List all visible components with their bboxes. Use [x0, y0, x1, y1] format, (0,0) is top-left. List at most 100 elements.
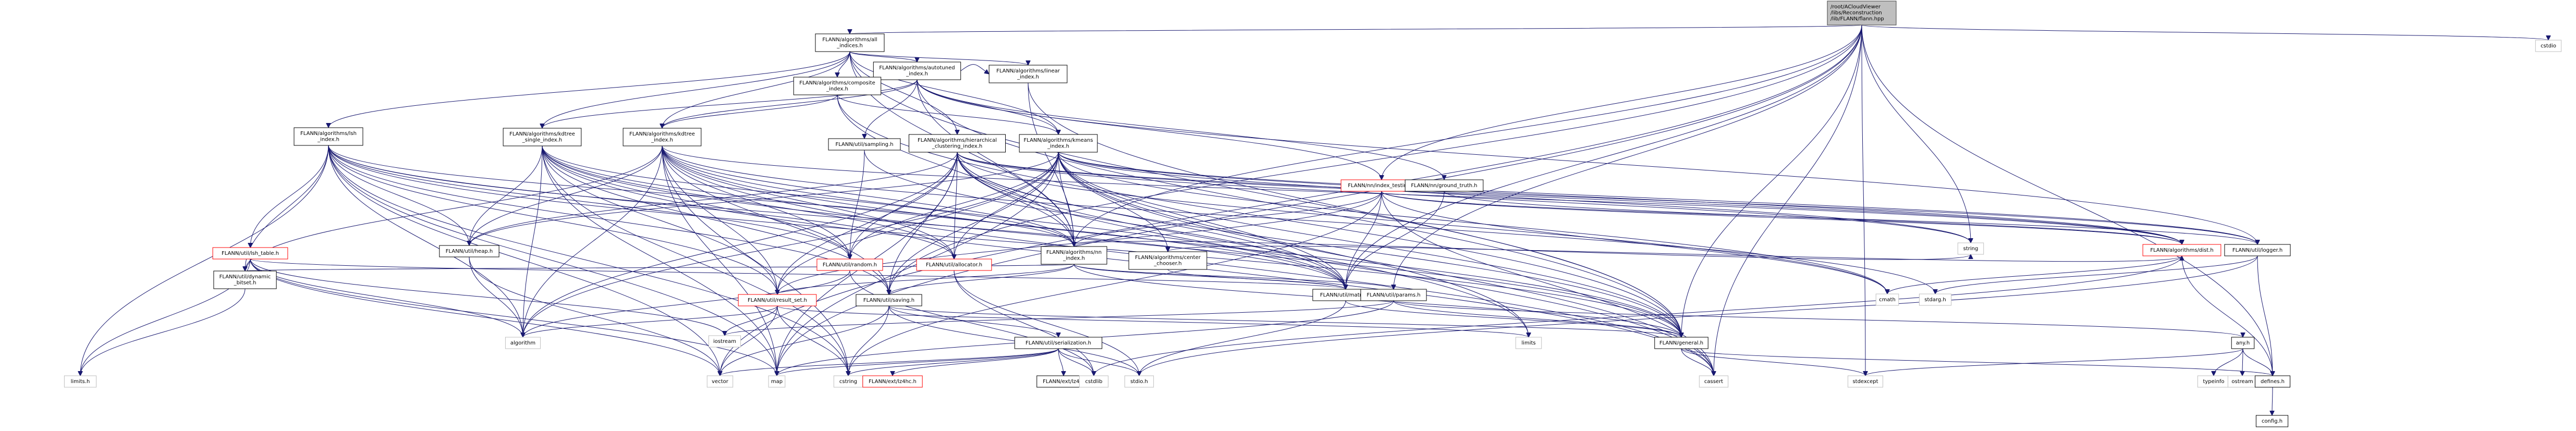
- node-label: _index.h: [1063, 256, 1085, 262]
- node-box: [862, 375, 923, 388]
- node-ostream: ostream: [2227, 375, 2257, 388]
- edge-autotuned-to-general: [917, 79, 1681, 337]
- node-autotuned[interactable]: FLANN/algorithms/autotuned_index.h: [873, 61, 961, 80]
- node-box: [1079, 375, 1109, 388]
- node-label: FLANN/algorithms/all: [822, 37, 877, 43]
- edge-saving-to-cstring: [848, 305, 889, 376]
- edge-kdtree-single-to-map: [542, 145, 777, 376]
- node-dynamic-bitset[interactable]: FLANN/util/dynamic_bitset.h: [213, 270, 277, 289]
- node-lz4hc[interactable]: FLANN/ext/lz4hc.h: [862, 375, 923, 388]
- node-allocator[interactable]: FLANN/util/allocator.h: [916, 258, 992, 271]
- edge-index-testing-to-result-set: [777, 191, 1382, 294]
- edge-root-to-defines: [1861, 24, 2273, 376]
- node-label: FLANN/algorithms/autotuned: [879, 65, 955, 71]
- node-box: [916, 258, 992, 271]
- edge-autotuned-to-nn-index: [917, 79, 1074, 247]
- node-ground-truth[interactable]: FLANN/nn/ground_truth.h: [1405, 179, 1484, 192]
- edge-kdtree-to-stdarg: [662, 145, 1935, 294]
- node-defines[interactable]: defines.h: [2254, 375, 2291, 388]
- edge-root-to-params: [1394, 24, 1862, 289]
- node-cstdlib: cstdlib: [1079, 375, 1109, 388]
- edge-hierarchical-to-random: [850, 152, 958, 259]
- node-linear[interactable]: FLANN/algorithms/linear_index.h: [988, 65, 1068, 83]
- edge-serialization-to-lz4: [1058, 348, 1064, 376]
- edge-all-indices-to-kmeans: [849, 51, 1058, 134]
- node-general[interactable]: FLANN/general.h: [1654, 337, 1708, 349]
- edge-serialization-to-stdio: [1058, 348, 1139, 376]
- node-random[interactable]: FLANN/util/random.h: [816, 258, 883, 271]
- node-label: stdio.h: [1130, 379, 1148, 385]
- edge-general-to-stdexcept: [1681, 348, 1865, 376]
- node-label: vector: [712, 379, 729, 385]
- node-kmeans[interactable]: FLANN/algorithms/kmeans_index.h: [1019, 134, 1098, 153]
- node-label: FLANN/util/random.h: [823, 262, 877, 268]
- node-serialization[interactable]: FLANN/util/serialization.h: [1014, 337, 1103, 349]
- node-box: [908, 134, 1006, 153]
- edge-nn-index-to-params: [1073, 264, 1394, 290]
- node-box: [1654, 337, 1708, 349]
- node-hierarchical[interactable]: FLANN/algorithms/hierarchical_clustering…: [908, 134, 1006, 153]
- node-config[interactable]: config.h: [2255, 415, 2289, 427]
- node-sampling[interactable]: FLANN/util/sampling.h: [828, 138, 901, 151]
- node-heap[interactable]: FLANN/util/heap.h: [439, 245, 499, 257]
- node-kdtree-single[interactable]: FLANN/algorithms/kdtree_single_index.h: [503, 128, 582, 146]
- node-dist[interactable]: FLANN/algorithms/dist.h: [2142, 244, 2221, 256]
- node-stdio: stdio.h: [1124, 375, 1154, 388]
- edge-kmeans-to-heap: [469, 152, 1059, 245]
- node-box: [988, 65, 1068, 83]
- node-label: _clustering_index.h: [932, 144, 982, 150]
- edge-root-to-map: [777, 24, 1862, 376]
- edge-lsh-index-to-heap: [328, 145, 469, 245]
- node-label: FLANN/algorithms/lsh: [300, 131, 357, 137]
- node-box: [1360, 289, 1427, 301]
- node-label: _index.h: [1017, 75, 1039, 80]
- node-result-set[interactable]: FLANN/util/result_set.h: [738, 294, 817, 306]
- node-box: [856, 294, 922, 306]
- node-label: FLANN/nn/ground_truth.h: [1411, 183, 1477, 189]
- edge-hierarchical-to-string: [957, 152, 1971, 243]
- node-label: FLANN/util/lsh_table.h: [222, 251, 279, 256]
- edge-logger-to-defines: [2257, 255, 2273, 376]
- edge-root-to-saving: [889, 24, 1862, 294]
- edge-serialization-to-cstring: [848, 348, 1059, 376]
- edge-kmeans-to-string: [1058, 152, 1971, 243]
- node-root[interactable]: /root/ACloudViewer/libs/Reconstruction/l…: [1827, 1, 1897, 26]
- node-label: FLANN/general.h: [1659, 340, 1703, 346]
- edge-logger-to-stdarg: [1935, 255, 2258, 294]
- edge-serialization-to-lz4hc: [893, 348, 1059, 376]
- edge-any-to-ostream: [2242, 348, 2243, 376]
- node-label: stdexcept: [1852, 379, 1878, 385]
- node-lsh-table[interactable]: FLANN/util/lsh_table.h: [212, 247, 288, 260]
- node-any[interactable]: any.h: [2231, 337, 2255, 349]
- node-label: FLANN/util/serialization.h: [1025, 340, 1091, 346]
- node-box: [294, 127, 363, 146]
- node-composite[interactable]: FLANN/algorithms/composite_index.h: [793, 77, 882, 95]
- edge-linear-to-general: [1028, 82, 1681, 337]
- edge-kdtree-to-dist: [662, 145, 2182, 244]
- node-kdtree[interactable]: FLANN/algorithms/kdtree_index.h: [622, 128, 702, 146]
- edge-random-to-algorithm: [523, 270, 850, 337]
- node-all-indices[interactable]: FLANN/algorithms/all_indices.h: [815, 33, 885, 52]
- node-center-chooser[interactable]: FLANN/algorithms/center_chooser.h: [1128, 251, 1207, 270]
- node-label: cstring: [839, 379, 857, 385]
- node-label: _bitset.h: [234, 280, 257, 286]
- node-label: FLANN/algorithms/dist.h: [2150, 248, 2213, 253]
- edge-serialization-to-map: [777, 348, 1059, 376]
- edge-kmeans-to-cmath: [1058, 152, 1887, 294]
- edges-layer: [80, 24, 2548, 415]
- edge-nn-index-to-saving: [889, 264, 1075, 295]
- edge-nn-index-to-dynamic-bitset: [245, 264, 1075, 271]
- node-saving[interactable]: FLANN/util/saving.h: [856, 294, 922, 306]
- node-label: ostream: [2231, 379, 2253, 385]
- node-box: [2224, 244, 2291, 256]
- node-label: FLANN/algorithms/composite: [799, 80, 875, 86]
- node-box: [1875, 293, 1899, 306]
- edge-kdtree-single-to-result-set: [542, 145, 777, 294]
- node-logger[interactable]: FLANN/util/logger.h: [2224, 244, 2291, 256]
- node-params[interactable]: FLANN/util/params.h: [1360, 289, 1427, 301]
- node-lsh-index[interactable]: FLANN/algorithms/lsh_index.h: [294, 127, 363, 146]
- edge-lsh-table-to-algorithm: [250, 258, 523, 337]
- node-nn-index[interactable]: FLANN/algorithms/nn_index.h: [1041, 246, 1107, 265]
- node-label: _index.h: [1047, 144, 1069, 150]
